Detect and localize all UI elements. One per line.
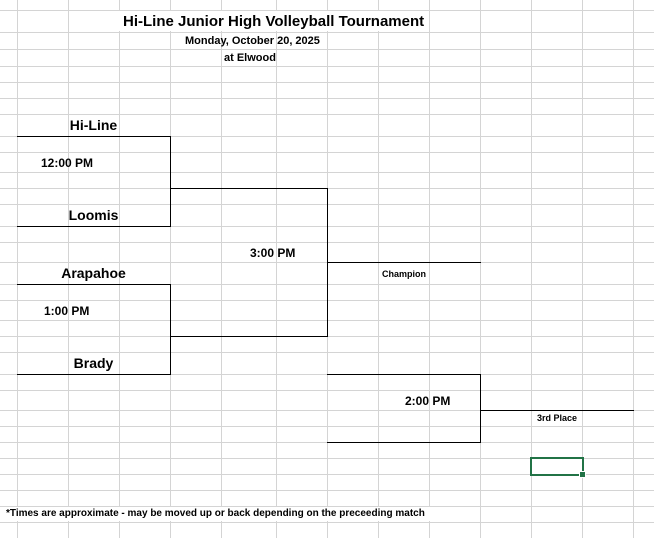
selected-cell[interactable]	[530, 457, 584, 476]
match-1-time: 12:00 PM	[41, 156, 94, 170]
team-brady[interactable]: Brady	[73, 355, 114, 371]
team-loomis[interactable]: Loomis	[68, 207, 119, 223]
team-arapahoe[interactable]: Arapahoe	[61, 265, 126, 281]
third-place-time: 2:00 PM	[405, 394, 451, 408]
event-location: at Elwood	[224, 52, 276, 64]
match-2-time: 1:00 PM	[44, 304, 90, 318]
champion-label[interactable]: Champion	[382, 269, 426, 279]
team-hi-line[interactable]: Hi-Line	[69, 117, 118, 133]
fill-handle[interactable]	[579, 471, 586, 478]
third-place-label[interactable]: 3rd Place	[536, 413, 578, 423]
event-date: Monday, October 20, 2025	[185, 36, 320, 47]
footnote: *Times are approximate - may be moved up…	[6, 508, 425, 519]
page-title: Hi-Line Junior High Volleyball Tournamen…	[123, 13, 425, 30]
championship-time: 3:00 PM	[250, 246, 296, 260]
